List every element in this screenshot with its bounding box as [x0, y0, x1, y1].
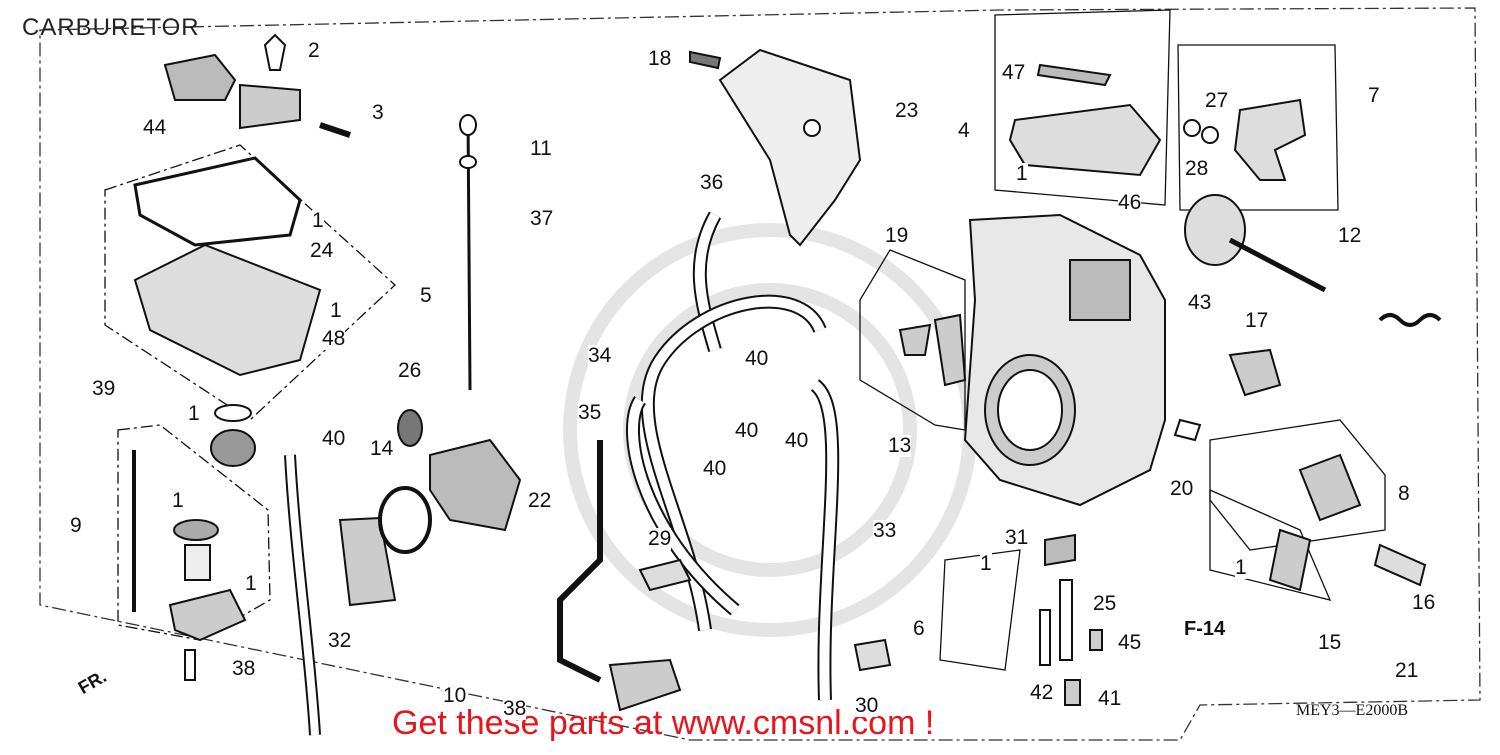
- callout-c28: 28: [1185, 157, 1209, 180]
- callout-c27: 27: [1205, 89, 1229, 112]
- bottom-jets-group: [939, 533, 1103, 706]
- callout-c14: 14: [370, 437, 394, 460]
- right-fittings-group: [1173, 348, 1427, 601]
- callout-c1f: 1: [1016, 162, 1028, 185]
- callout-c16: 16: [1412, 591, 1436, 614]
- callout-c25: 25: [1093, 592, 1117, 615]
- callout-c1b: 1: [330, 299, 342, 322]
- callout-c15: 15: [1318, 631, 1342, 654]
- reference-label: F-14: [1184, 618, 1226, 640]
- callout-c26: 26: [398, 359, 422, 382]
- callout-c18: 18: [648, 47, 672, 70]
- callout-c44: 44: [143, 116, 167, 139]
- callout-c17: 17: [1245, 309, 1269, 332]
- promo-link[interactable]: Get these parts at www.cmsnl.com !: [392, 704, 935, 742]
- callout-c35: 35: [578, 401, 602, 424]
- callout-c29: 29: [648, 527, 672, 550]
- throttle-lever-group: [1177, 44, 1339, 211]
- callout-c48: 48: [322, 327, 346, 350]
- callout-c21: 21: [1395, 659, 1419, 682]
- callout-c24: 24: [310, 239, 334, 262]
- outer-border: [39, 7, 1481, 741]
- throttle-shaft-group: [1184, 194, 1442, 327]
- callout-c6: 6: [913, 617, 925, 640]
- callout-c40a: 40: [322, 427, 346, 450]
- callout-c34: 34: [588, 344, 612, 367]
- callout-c1h: 1: [980, 552, 992, 575]
- callout-c37: 37: [530, 207, 554, 230]
- callout-c12: 12: [1338, 224, 1362, 247]
- callout-c47: 47: [1002, 61, 1026, 84]
- callout-c40c: 40: [735, 419, 759, 442]
- jet-needle-group: [117, 424, 271, 681]
- callout-c2: 2: [308, 39, 320, 62]
- callout-c43: 43: [1188, 291, 1212, 314]
- callout-c3: 3: [372, 101, 384, 124]
- callout-c13: 13: [888, 434, 912, 457]
- callout-c5: 5: [420, 284, 432, 307]
- callout-c40b: 40: [745, 347, 769, 370]
- callout-c45: 45: [1118, 631, 1142, 654]
- callout-c1a: 1: [312, 209, 324, 232]
- callout-c10: 10: [443, 684, 467, 707]
- callout-c9: 9: [70, 514, 82, 537]
- callout-c33: 33: [873, 519, 897, 542]
- callout-c38b: 38: [503, 697, 527, 720]
- callout-c38a: 38: [232, 657, 256, 680]
- callout-c40e: 40: [703, 457, 727, 480]
- callout-c11: 11: [530, 137, 552, 160]
- vent-hoses-group: [557, 211, 892, 712]
- callout-c39: 39: [92, 377, 116, 400]
- callout-c23: 23: [895, 99, 919, 122]
- callout-c30: 30: [855, 694, 879, 717]
- diagram-code: MEY3—E2000B: [1296, 702, 1408, 719]
- float-chamber-group: [104, 33, 396, 467]
- callout-c8: 8: [1398, 482, 1410, 505]
- callout-c19: 19: [885, 224, 909, 247]
- callout-c31: 31: [1005, 526, 1029, 549]
- top-cover-group: [994, 9, 1171, 206]
- callout-c40d: 40: [785, 429, 809, 452]
- callout-c20: 20: [1170, 477, 1194, 500]
- hose-and-pump-group: [284, 114, 522, 736]
- linkage-group: [859, 249, 967, 431]
- callout-c36: 36: [700, 171, 724, 194]
- diagram-title: CARBURETOR: [22, 14, 200, 41]
- callout-c1c: 1: [188, 402, 200, 425]
- callout-c41: 41: [1098, 687, 1122, 710]
- cover-plate: [689, 48, 862, 247]
- callout-c4: 4: [958, 119, 970, 142]
- callout-c1d: 1: [172, 489, 184, 512]
- callout-c42: 42: [1030, 681, 1054, 704]
- carburetor-body: [963, 213, 1166, 507]
- callout-c22: 22: [528, 489, 552, 512]
- callout-c1g: 1: [1235, 556, 1247, 579]
- callout-c1e: 1: [245, 572, 257, 595]
- callout-c32: 32: [328, 629, 352, 652]
- callout-c46: 46: [1118, 191, 1142, 214]
- callout-c7: 7: [1368, 84, 1380, 107]
